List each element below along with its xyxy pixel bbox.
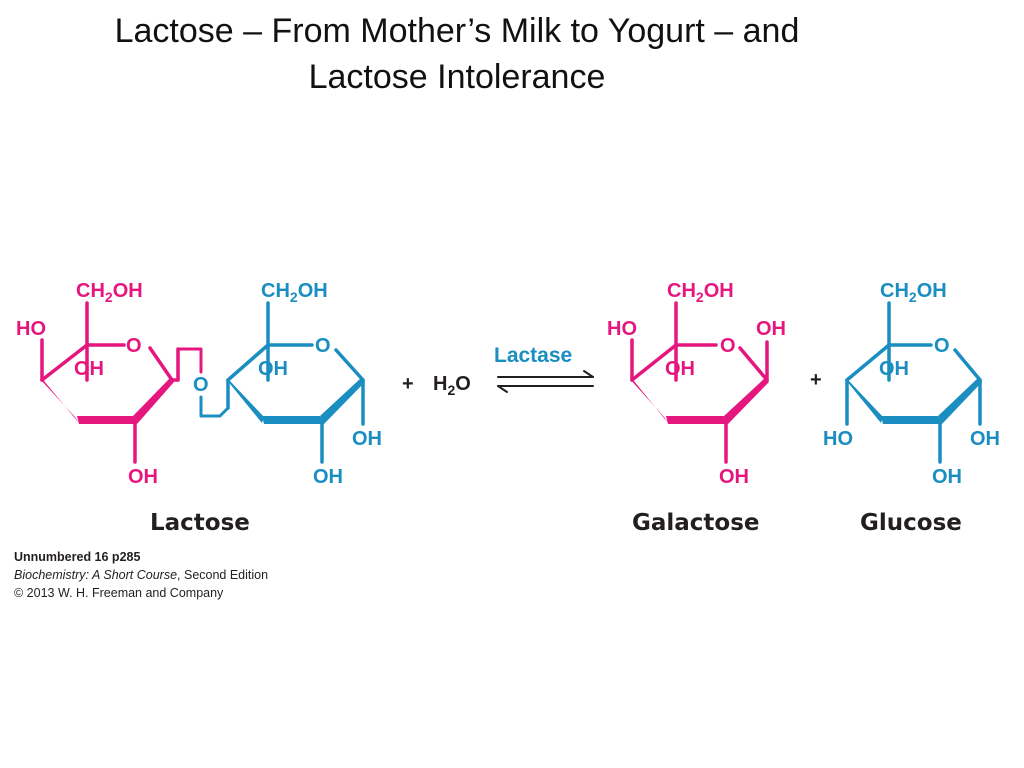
galactose-oh-anomeric: OH: [756, 318, 786, 340]
lactose-glucose-oh-bottom: OH: [313, 466, 343, 488]
glucose-label: Glucose: [860, 510, 962, 536]
glycosidic-oxygen: O: [193, 374, 209, 396]
plus-sign-right: +: [810, 369, 822, 391]
lactose-galactose-oh-bottom: OH: [128, 466, 158, 488]
lactose-glucose-oh-anomeric: OH: [352, 428, 382, 450]
lactose-glucose-ch2oh: CH2OH: [261, 280, 328, 305]
figure-id: Unnumbered 16 p285: [14, 550, 141, 564]
galactose-label: Galactose: [632, 510, 760, 536]
galactose-oh: OH: [665, 358, 695, 380]
slide-title: Lactose – From Mother’s Milk to Yogurt –…: [0, 8, 914, 100]
book-edition: , Second Edition: [177, 568, 269, 582]
glycosidic-bond: O: [176, 347, 230, 418]
galactose-ch2oh: CH2OH: [667, 280, 734, 305]
lactose-label: Lactose: [150, 510, 250, 536]
book-reference: Biochemistry: A Short Course, Second Edi…: [14, 566, 268, 584]
water-formula: H2O: [433, 373, 471, 398]
glucose-oh: OH: [879, 358, 909, 380]
lactose-galactose-ring-o: O: [126, 335, 142, 357]
galactose-ring-o: O: [720, 335, 736, 357]
lactose-glucose-unit: CH2OH O OH OH OH: [226, 280, 382, 488]
slide-title-line-1: Lactose – From Mother’s Milk to Yogurt –…: [114, 12, 800, 50]
galactose-ho: HO: [607, 318, 637, 340]
slide-title-line-2: Lactose Intolerance: [308, 58, 606, 96]
book-title: Biochemistry: A Short Course: [14, 568, 178, 582]
figure-credit: Unnumbered 16 p285 Biochemistry: A Short…: [14, 548, 268, 602]
glucose-molecule: CH2OH O OH HO OH OH: [823, 280, 1000, 488]
plus-sign-left: +: [402, 373, 414, 395]
enzyme-label-lactase: Lactase: [494, 344, 572, 367]
copyright-line: © 2013 W. H. Freeman and Company: [14, 586, 224, 600]
glucose-ch2oh: CH2OH: [880, 280, 947, 305]
glucose-ho: HO: [823, 428, 853, 450]
lactose-glucose-oh: OH: [258, 358, 288, 380]
lactose-galactose-oh: OH: [74, 358, 104, 380]
lactose-galactose-unit: CH2OH HO O OH OH: [16, 280, 180, 488]
galactose-molecule: CH2OH HO O OH OH OH: [607, 280, 786, 488]
glucose-oh-bottom: OH: [932, 466, 962, 488]
glucose-oh-anomeric: OH: [970, 428, 1000, 450]
galactose-oh-bottom: OH: [719, 466, 749, 488]
lactose-galactose-ho: HO: [16, 318, 46, 340]
equilibrium-arrow: [497, 370, 594, 393]
lactose-glucose-ring-o: O: [315, 335, 331, 357]
lactose-galactose-ch2oh: CH2OH: [76, 280, 143, 305]
glucose-ring-o: O: [934, 335, 950, 357]
